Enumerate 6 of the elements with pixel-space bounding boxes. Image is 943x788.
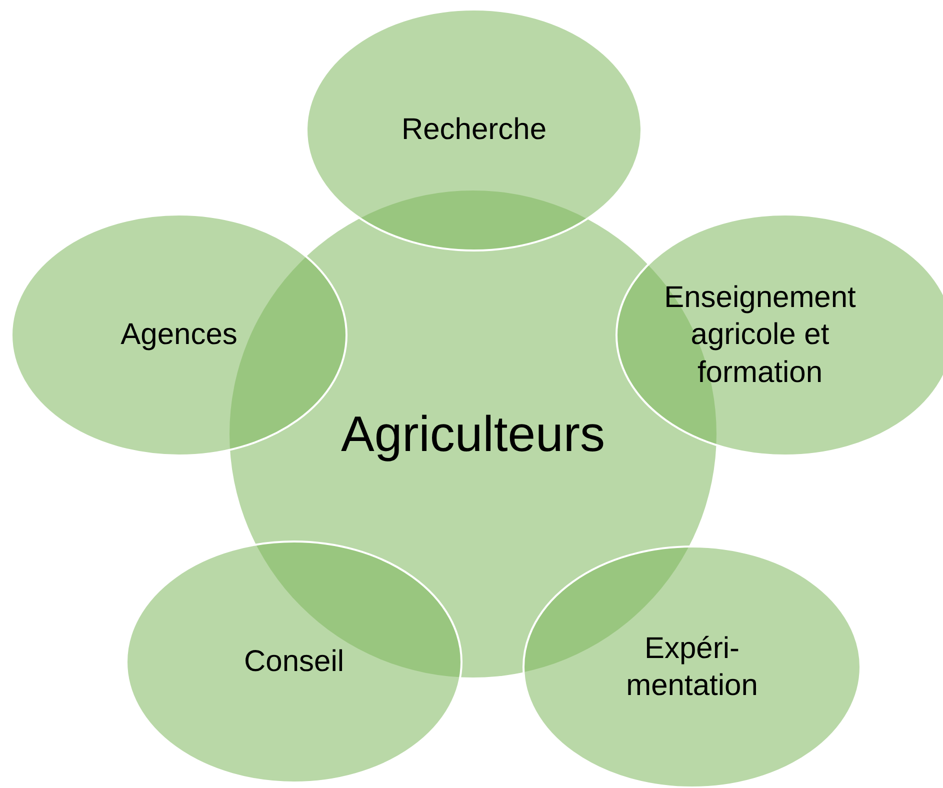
node-label: Enseignement agricole et formation <box>663 280 857 391</box>
node-label: Recherche <box>401 112 547 148</box>
node-label: Agences <box>120 317 238 354</box>
node-label: Conseil <box>244 644 344 680</box>
node-label: Agriculteurs <box>341 404 605 464</box>
node-label: Expéri- mentation <box>625 630 759 704</box>
